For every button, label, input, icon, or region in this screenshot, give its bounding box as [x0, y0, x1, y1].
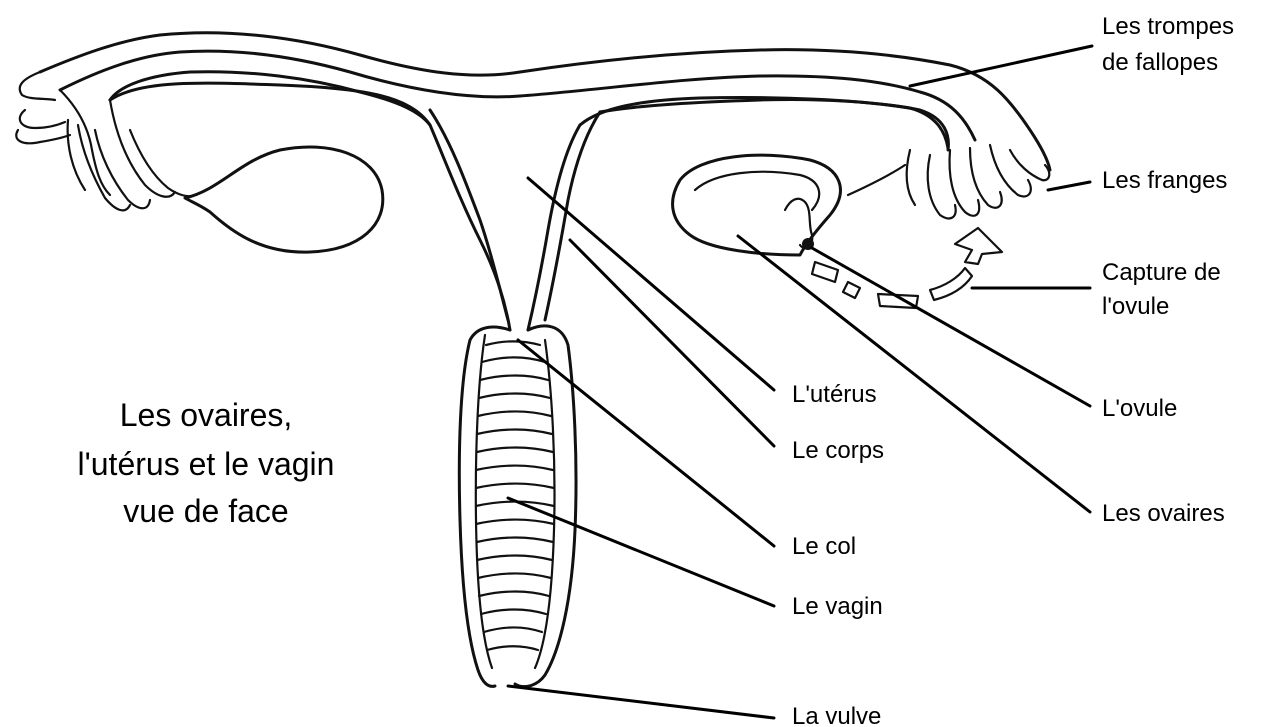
- label-franges: Les franges: [1102, 167, 1227, 194]
- right-ovary-drawing: [673, 155, 841, 255]
- labels: Les trompes de fallopes Les franges Capt…: [792, 13, 1234, 727]
- vagina-drawing: [459, 326, 576, 687]
- label-corps: Le corps: [792, 437, 884, 464]
- right-fimbriae-drawing: [848, 145, 1049, 218]
- uterus-drawing: [110, 83, 948, 330]
- leader-trompes: [910, 46, 1092, 86]
- left-fimbriae-drawing: [16, 72, 195, 210]
- leader-uterus: [528, 178, 774, 390]
- label-capture-line-2: l'ovule: [1102, 293, 1169, 320]
- label-trompes-line-2: de fallopes: [1102, 49, 1218, 76]
- label-uterus: L'utérus: [792, 381, 877, 408]
- label-capture-line-1: Capture de: [1102, 259, 1221, 286]
- title-line-1: Les ovaires,: [120, 397, 293, 433]
- left-ovary-drawing: [185, 147, 383, 252]
- label-ovaires: Les ovaires: [1102, 500, 1225, 527]
- leader-corps: [570, 240, 774, 446]
- title-line-2: l'utérus et le vagin: [78, 446, 335, 482]
- fallopian-tubes-drawing: [40, 33, 1050, 170]
- diagram-title: Les ovaires, l'utérus et le vagin vue de…: [78, 397, 335, 529]
- leader-col: [518, 340, 774, 546]
- label-trompes-line-1: Les trompes: [1102, 13, 1234, 40]
- leader-ovaires: [738, 236, 1090, 512]
- title-line-3: vue de face: [123, 493, 288, 529]
- ovule-capture-path: [802, 228, 1002, 308]
- vaginal-rugae: [476, 341, 554, 650]
- leader-franges: [1048, 182, 1090, 190]
- label-vagin: Le vagin: [792, 593, 883, 620]
- label-vulve: La vulve: [792, 703, 881, 727]
- label-ovule: L'ovule: [1102, 395, 1177, 422]
- leader-vulve: [508, 686, 774, 718]
- label-col: Le col: [792, 533, 856, 560]
